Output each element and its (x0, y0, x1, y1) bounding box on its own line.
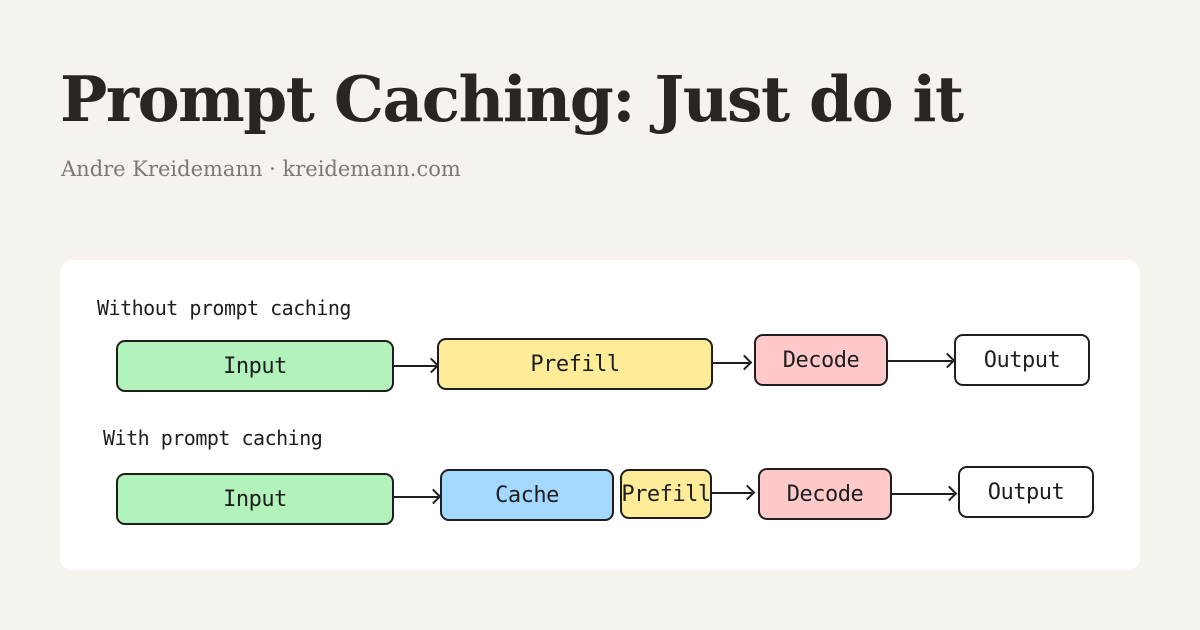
with-output-box: Output (958, 466, 1094, 518)
with-caching-label: With prompt caching (103, 426, 323, 450)
byline: Andre Kreidemann · kreidemann.com (61, 157, 461, 181)
without-input-box: Input (116, 340, 394, 392)
with-input-box: Input (116, 473, 394, 525)
without-caching-label: Without prompt caching (97, 296, 351, 320)
arrow-icon (712, 492, 752, 494)
arrow-icon (394, 496, 438, 498)
without-prefill-box: Prefill (437, 338, 713, 390)
without-output-box: Output (954, 334, 1090, 386)
arrow-icon (713, 362, 749, 364)
arrow-icon (888, 360, 952, 362)
diagram-card: Without prompt caching Input Prefill Dec… (60, 260, 1140, 570)
with-prefill-box: Prefill (620, 469, 712, 519)
page-title: Prompt Caching: Just do it (60, 62, 964, 136)
arrow-icon (892, 493, 954, 495)
without-decode-box: Decode (754, 334, 888, 386)
with-cache-box: Cache (440, 469, 614, 521)
arrow-icon (394, 365, 436, 367)
with-decode-box: Decode (758, 468, 892, 520)
